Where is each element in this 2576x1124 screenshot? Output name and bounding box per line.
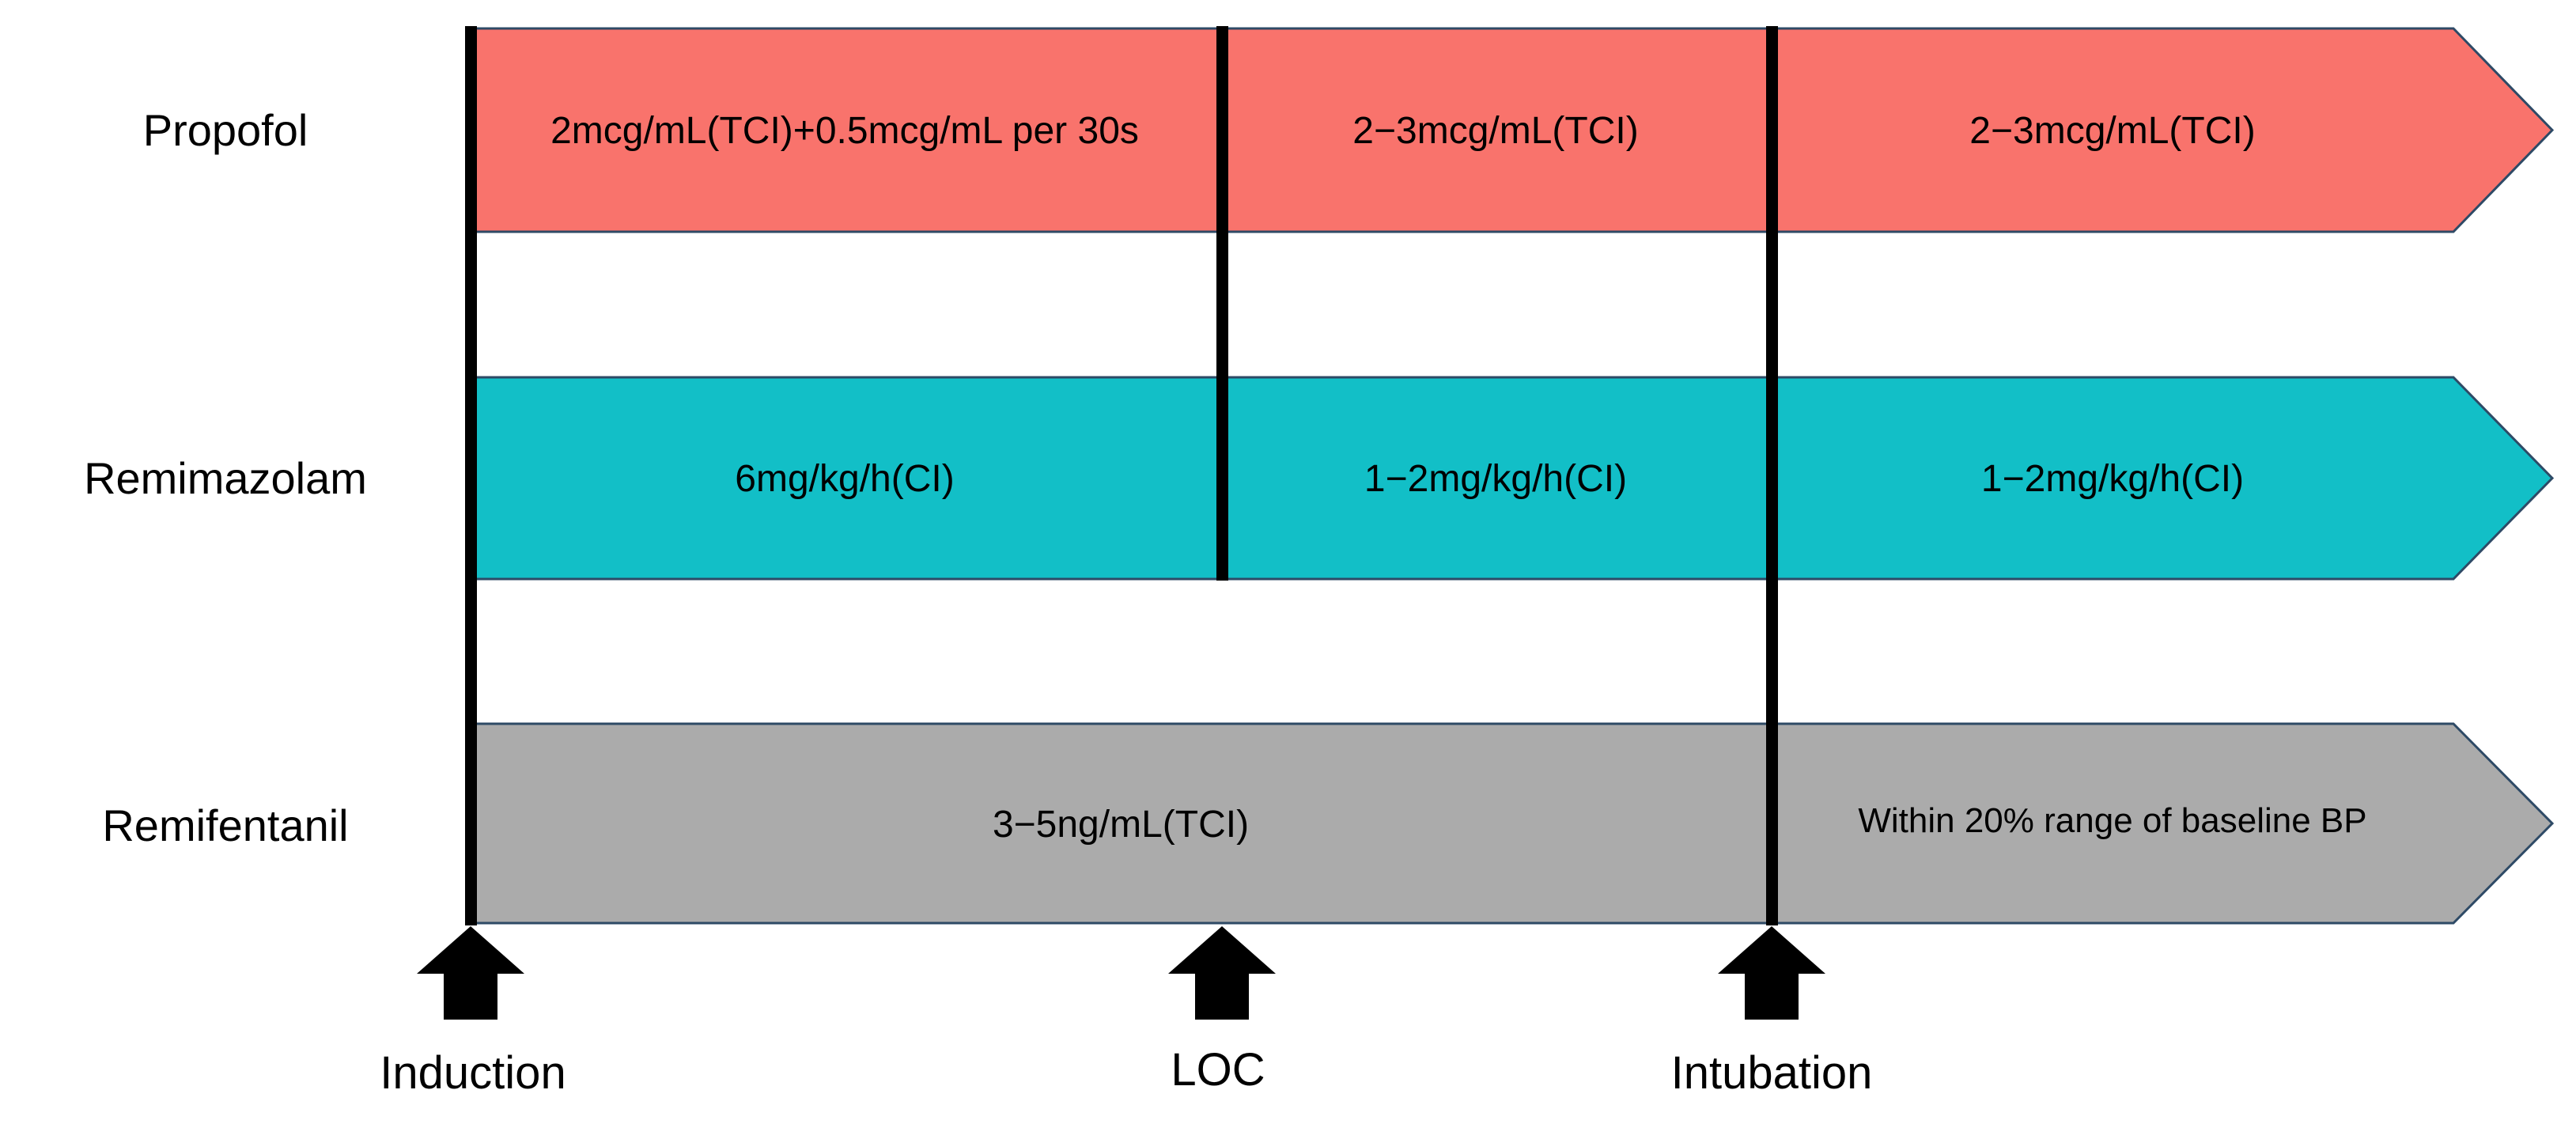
remimazolam-dose-induction: 6mg/kg/h(CI) xyxy=(735,458,955,500)
remimazolam-dose-intubation: 1−2mg/kg/h(CI) xyxy=(1980,458,2245,500)
propofol-dose-loc: 2−3mcg/mL(TCI) xyxy=(1352,110,1639,152)
remifentanil-dose-induction: 3−5ng/mL(TCI) xyxy=(992,804,1250,846)
drug-label-remifentanil: Remifentanil xyxy=(102,800,349,850)
intubation-arrow-icon xyxy=(1718,926,1825,1020)
induction-arrow-icon xyxy=(417,926,524,1020)
drug-label-remimazolam: Remimazolam xyxy=(84,453,367,503)
loc-event-line xyxy=(1216,26,1228,581)
event-label-loc: LOC xyxy=(1171,1044,1265,1096)
intubation-event-line xyxy=(1766,26,1778,925)
remifentanil-dose-maintenance: Within 20% range of baseline BP xyxy=(1858,801,2367,840)
remimazolam-dose-loc: 1−2mg/kg/h(CI) xyxy=(1364,458,1628,500)
event-label-induction: Induction xyxy=(380,1047,566,1099)
induction-event-line xyxy=(465,26,477,925)
propofol-dose-induction: 2mcg/mL(TCI)+0.5mcg/mL per 30s xyxy=(550,110,1139,152)
loc-arrow-icon xyxy=(1168,926,1276,1020)
event-label-intubation: Intubation xyxy=(1670,1047,1873,1099)
drug-label-propofol: Propofol xyxy=(142,105,308,155)
propofol-dose-intubation: 2−3mcg/mL(TCI) xyxy=(1969,110,2256,152)
